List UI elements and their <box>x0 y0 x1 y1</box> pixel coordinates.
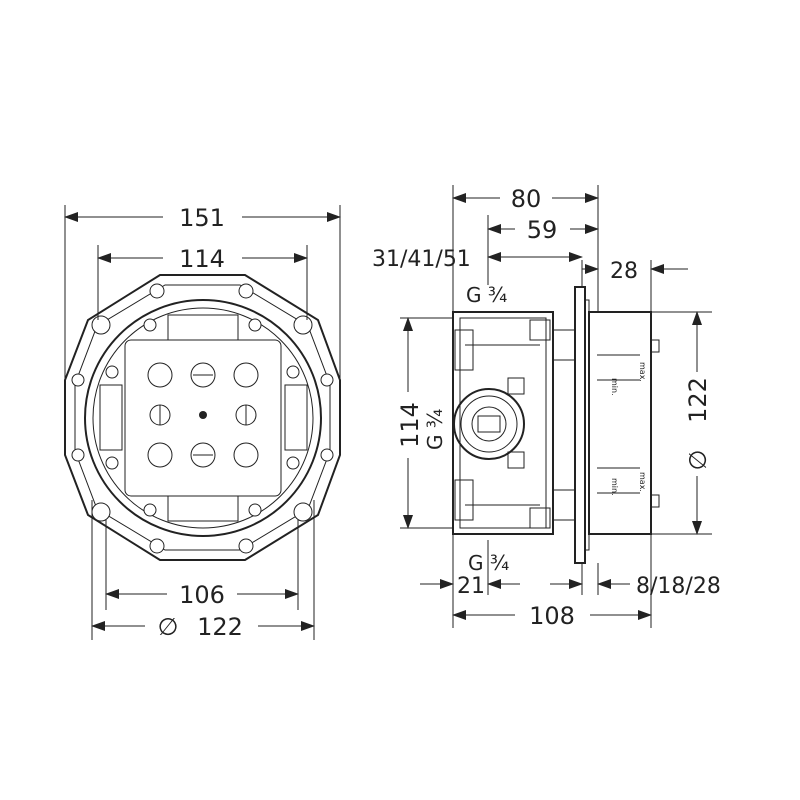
dim-151: 151 <box>64 204 341 232</box>
dim-diameter-122-side: 122 ∅ <box>684 311 712 535</box>
thread-label-side: G ¾ <box>423 409 447 450</box>
min-max-markers: min. max. min. max. <box>597 354 647 496</box>
dim-114-side: 114 <box>396 317 424 529</box>
dim-108: 108 <box>452 602 652 630</box>
side-mounting-plate <box>574 286 586 564</box>
dim-28-label: 28 <box>610 259 638 284</box>
marker-min-bottom: min. <box>610 478 619 496</box>
front-mounting-holes <box>71 283 334 554</box>
front-view: 151 114 106 ∅ 122 <box>64 204 341 641</box>
marker-max-bottom: max. <box>638 472 647 492</box>
dim-8-18-28-label: 8/18/28 <box>636 574 721 599</box>
dim-59: 59 <box>487 216 599 244</box>
dim-114-side-label: 114 <box>396 402 424 448</box>
diameter-symbol-side: ∅ <box>684 450 712 471</box>
front-body-circle <box>84 299 322 537</box>
dim-114-front: 114 <box>97 245 308 273</box>
front-port-grid <box>147 362 259 468</box>
dim-114-front-label: 114 <box>179 245 225 273</box>
marker-min-top: min. <box>610 378 619 396</box>
dim-80-label: 80 <box>511 185 542 213</box>
dim-80: 80 <box>452 185 599 213</box>
dim-108-label: 108 <box>529 602 575 630</box>
dim-31-41-51-label: 31/41/51 <box>372 247 471 272</box>
dim-59-label: 59 <box>527 216 558 244</box>
dim-106-label: 106 <box>179 581 225 609</box>
dim-122-side-label: 122 <box>684 377 712 423</box>
dim-122-front-label: 122 <box>197 613 243 641</box>
side-cover-box <box>588 311 652 535</box>
marker-max-top: max. <box>638 362 647 382</box>
dim-31-41-51: 31/41/51 <box>372 247 583 272</box>
dim-28-top: 28 <box>582 259 688 284</box>
dim-151-label: 151 <box>179 204 225 232</box>
thread-label-bottom: G ¾ <box>468 551 509 575</box>
dim-106: 106 <box>105 581 299 609</box>
dim-diameter-122-front: ∅ 122 <box>91 613 315 641</box>
dim-21-label: 21 <box>457 574 485 599</box>
side-view: min. max. min. max. 80 59 <box>372 185 721 630</box>
diameter-symbol-front: ∅ <box>158 613 179 641</box>
side-port <box>453 388 525 460</box>
dim-21: 21 <box>420 574 520 599</box>
thread-label-top: G ¾ <box>466 283 507 307</box>
dim-8-18-28: 8/18/28 <box>550 574 721 599</box>
